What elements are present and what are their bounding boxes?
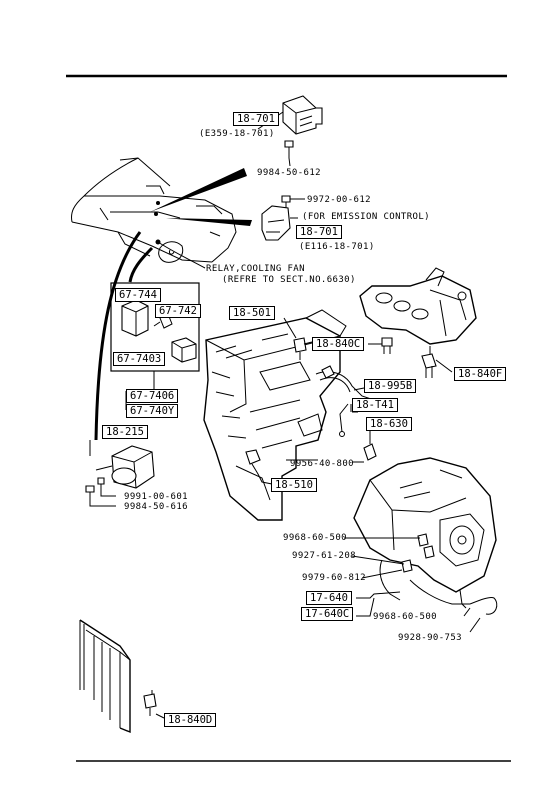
sub-relay-panel [110, 282, 200, 372]
label-refre-to-sect: (REFRE TO SECT.NO.6630) [222, 275, 356, 285]
relay-module-mid [261, 205, 298, 241]
engine-block [203, 309, 347, 521]
label-9968-60-500-b: 9968-60-500 [373, 612, 438, 622]
callout-18-840f: 18-840F [454, 367, 507, 381]
label-e116-18-701: (E116-18-701) [299, 242, 375, 252]
module-18-215 [95, 445, 155, 489]
callout-67-7403: 67-7403 [113, 352, 166, 366]
sensor-18-501 [283, 317, 307, 360]
callout-17-640: 17-640 [306, 591, 352, 605]
label-e359-18-701: (E359-18-701) [199, 129, 275, 139]
leader-to-18-215 [94, 231, 142, 441]
label-9991-00-601: 9991-00-601 [124, 492, 189, 502]
callout-18-995b: 18-995B [364, 379, 417, 393]
callout-18-t41: 18-T41 [352, 398, 398, 412]
sensor-18-630 [363, 430, 377, 461]
callout-67-744: 67-744 [115, 288, 161, 302]
callout-18-510: 18-510 [271, 478, 317, 492]
leader-to-sub-relays [128, 246, 154, 283]
sensor-18-510 [245, 449, 273, 485]
label-9928-90-753: 9928-90-753 [398, 633, 463, 643]
label-9972-00-612: 9972-00-612 [307, 195, 372, 205]
callout-67-742: 67-742 [155, 304, 201, 318]
callout-18-840c: 18-840C [312, 337, 365, 351]
callout-18-501: 18-501 [229, 306, 275, 320]
sensor-18-840f [421, 346, 453, 378]
callout-67-7406: 67-7406 [126, 389, 179, 403]
label-9984-50-612: 9984-50-612 [257, 168, 322, 178]
transmission-case [353, 457, 497, 593]
leader-to-top-relay [150, 168, 247, 212]
bolt-9972-00-612 [281, 195, 291, 208]
callout-18-630: 18-630 [366, 417, 412, 431]
bolt-9984-50-612 [284, 140, 294, 158]
label-9984-50-616: 9984-50-616 [124, 502, 189, 512]
transmission-sensors [379, 533, 498, 615]
sensor-18-840c-small [368, 337, 393, 354]
relay-67-7403 [171, 337, 197, 363]
label-for-emission-control: (FOR EMISSION CONTROL) [302, 212, 431, 222]
hose-18-995b [315, 365, 375, 401]
bolt-9991-00-601 [85, 477, 105, 493]
label-relay-cooling-fan: RELAY,COOLING FAN [206, 264, 305, 274]
vehicle-outline [71, 157, 237, 263]
callout-18-701-mid: 18-701 [296, 225, 342, 239]
radiator [79, 619, 131, 734]
label-9927-61-208: 9927-61-208 [292, 551, 357, 561]
label-9968-60-500-a: 9968-60-500 [283, 533, 348, 543]
relay-module-top [282, 95, 323, 135]
callout-18-215: 18-215 [102, 425, 148, 439]
label-9979-60-812: 9979-60-812 [302, 573, 367, 583]
sensor-18-840d [143, 690, 165, 719]
callout-67-740y: 67-740Y [126, 404, 179, 418]
callout-18-840d: 18-840D [164, 713, 217, 727]
callout-17-640c: 17-640C [301, 607, 354, 621]
label-9956-40-800: 9956-40-800 [290, 459, 355, 469]
leader-to-mid-relay [166, 218, 252, 226]
relay-67-744 [121, 299, 149, 337]
callout-18-701-top: 18-701 [233, 112, 279, 126]
intake-manifold [359, 267, 477, 345]
